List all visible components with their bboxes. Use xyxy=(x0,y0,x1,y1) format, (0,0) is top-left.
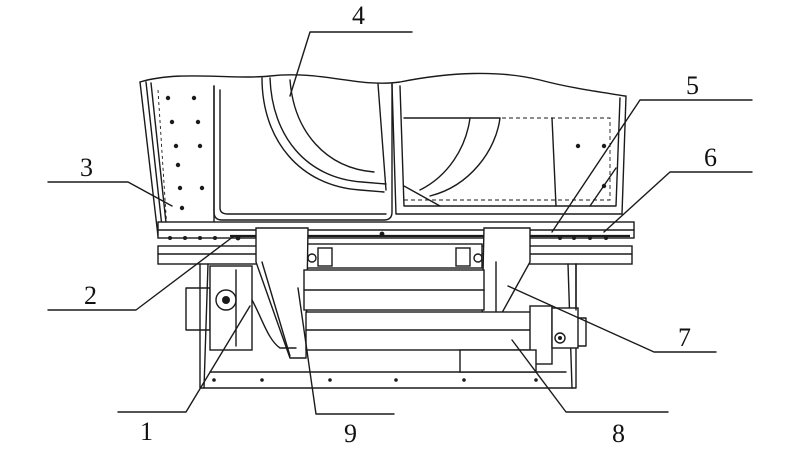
label-4: 4 xyxy=(352,1,365,30)
label-2: 2 xyxy=(84,281,97,310)
label-5: 5 xyxy=(686,71,699,100)
left-bracket xyxy=(255,227,309,359)
motor-cylinder xyxy=(303,269,553,373)
label-8: 8 xyxy=(612,419,625,448)
leader-lines xyxy=(47,31,753,415)
top-cut-edge xyxy=(139,72,626,97)
label-7: 7 xyxy=(678,323,691,352)
slider-block xyxy=(296,243,490,269)
right-tray xyxy=(391,83,627,215)
left-motor-mount xyxy=(185,265,297,351)
right-bracket xyxy=(481,227,531,321)
label-1: 1 xyxy=(140,417,153,446)
left-tray xyxy=(213,77,393,221)
label-6: 6 xyxy=(704,143,717,172)
label-3: 3 xyxy=(80,153,93,182)
label-9: 9 xyxy=(344,419,357,448)
right-motor-mount xyxy=(551,263,587,349)
left-side-panel xyxy=(139,81,215,237)
